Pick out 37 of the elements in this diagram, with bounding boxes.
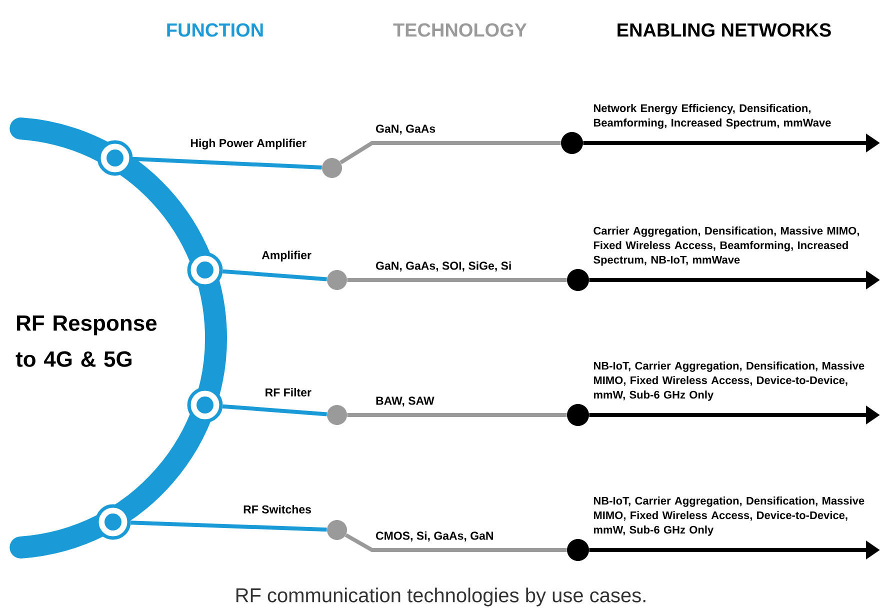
ring-marker (187, 252, 223, 288)
column-heading: TECHNOLOGY (393, 23, 527, 37)
connector-line (222, 269, 327, 282)
edge-label: High Power Amplifier (190, 138, 306, 150)
ring-marker (187, 387, 223, 423)
column-heading: ENABLING NETWORKS (618, 23, 831, 37)
junction-dot (567, 404, 589, 426)
edge-label: RF Switches (244, 505, 311, 514)
edge-label: CMOS, Si, GaAs, GaN (376, 531, 493, 542)
connector-line (340, 141, 561, 164)
connector-line (344, 533, 567, 552)
connector-line (222, 404, 327, 416)
edge-label: RF Filter (266, 388, 312, 396)
connector-line (347, 413, 567, 417)
junction-dot (322, 158, 342, 178)
connector-line (130, 520, 327, 532)
junction-dot (567, 269, 589, 291)
junction-dot (327, 405, 347, 425)
edge-label: Amplifier (262, 250, 312, 262)
connector-line (132, 156, 322, 170)
edge-label: NB-IoT, Carrier Aggregation, Densification, Massive MIMO, Fixed Wireless Access, Device-to-Device, mmW, Sub-6 GHz Only (594, 362, 864, 401)
caption: RF communication technologies by use cases. (236, 588, 646, 606)
edge-label: GaN, GaAs, SOI, SiGe, Si (376, 261, 511, 272)
junction-dot (327, 270, 347, 290)
ring-marker (97, 140, 133, 176)
junction-dot (567, 539, 589, 561)
ring-marker (95, 504, 131, 540)
edge-label: NB-IoT, Carrier Aggregation, Densification, Massive MIMO, Fixed Wireless Access, Device-to-Device, mmW, Sub-6 GHz Only (594, 496, 864, 536)
connector-line (347, 278, 567, 282)
junction-dot (327, 520, 347, 540)
column-heading: FUNCTION (167, 23, 263, 37)
title-text: RF Response to 4G & 5G (16, 316, 157, 367)
edge-label: GaN, GaAs (376, 124, 436, 134)
edge-label: BAW, SAW (376, 396, 434, 406)
edge-label: Carrier Aggregation, Densification, Massive MIMO, Fixed Wireless Access, Beamforming, Increased Spectrum, NB-IoT, mmWave (594, 226, 859, 266)
edge-label: Network Energy Efficiency, Densification, Beamforming, Increased Spectrum, mmWave (594, 104, 831, 129)
junction-dot (561, 132, 583, 154)
